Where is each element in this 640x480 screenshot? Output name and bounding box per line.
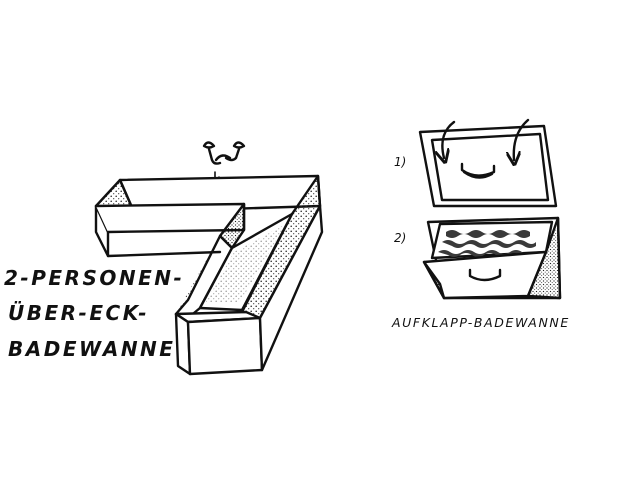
corner-tub-label-line-2: ÜBER-ECK- (8, 301, 149, 325)
foldout-tub-caption: AUFKLAPP-BADEWANNE (391, 315, 570, 330)
corner-tub-label-line-3: BADEWANNE (8, 337, 175, 361)
closed-cabinet (418, 118, 558, 208)
corner-bathtub-sketch: 2-PERSONEN- ÜBER-ECK- BADEWANNE (4, 141, 324, 376)
corner-tub-label-line-1: 2-PERSONEN- (4, 266, 184, 290)
foldout-bathtub-sketch: 1) 2) AUFKLAPP-BADEWA (391, 118, 570, 330)
step-1-label: 1) (394, 155, 406, 169)
open-cabinet (422, 216, 562, 300)
step-2-label: 2) (394, 231, 406, 245)
